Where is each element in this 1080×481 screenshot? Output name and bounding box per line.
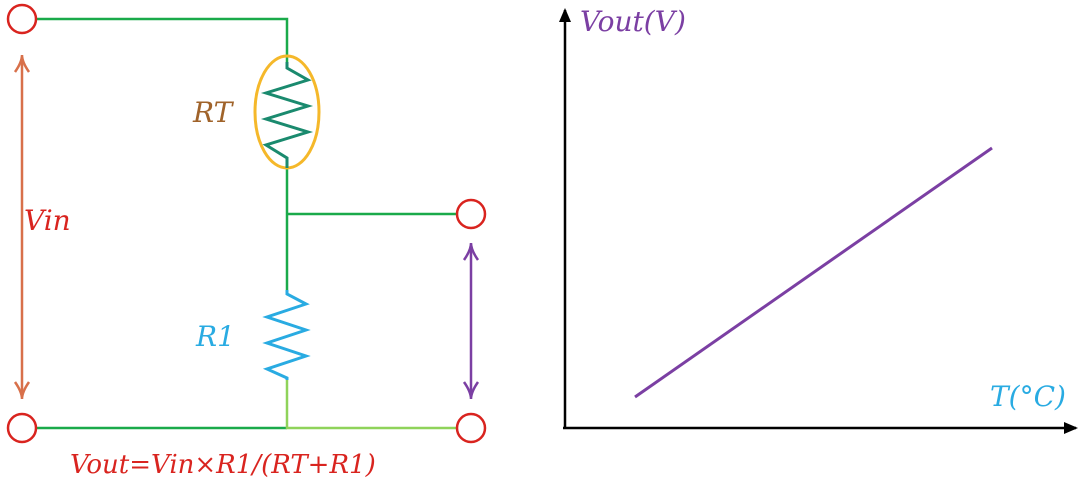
formula-label: Vout=Vin×R1/(RT+R1) — [70, 450, 376, 480]
y-axis-label: Vout(V) — [580, 5, 686, 38]
resistor-r1-zigzag — [262, 290, 311, 380]
top-wire — [36, 17, 289, 62]
resistor-r1-label: R1 — [195, 320, 235, 353]
vin-arrow — [13, 54, 31, 400]
vout-arrow — [462, 242, 480, 400]
graph: Vout(V) T(°C) — [559, 5, 1078, 434]
thermistor-zigzag — [260, 62, 314, 168]
terminal-output — [455, 198, 487, 230]
vin-label: Vin — [24, 204, 71, 237]
terminal-bottom-right — [455, 412, 487, 444]
thermistor-label: RT — [192, 96, 235, 129]
x-axis-label: T(°C) — [990, 380, 1066, 413]
circuit: RT R1 Vin Vout=Vin×R1/(RT+R1) — [6, 3, 487, 480]
terminal-bottom-left — [6, 412, 38, 444]
terminal-top-left — [6, 3, 38, 35]
vout-temperature-line — [634, 146, 993, 399]
bottom-wire-right — [285, 380, 458, 430]
